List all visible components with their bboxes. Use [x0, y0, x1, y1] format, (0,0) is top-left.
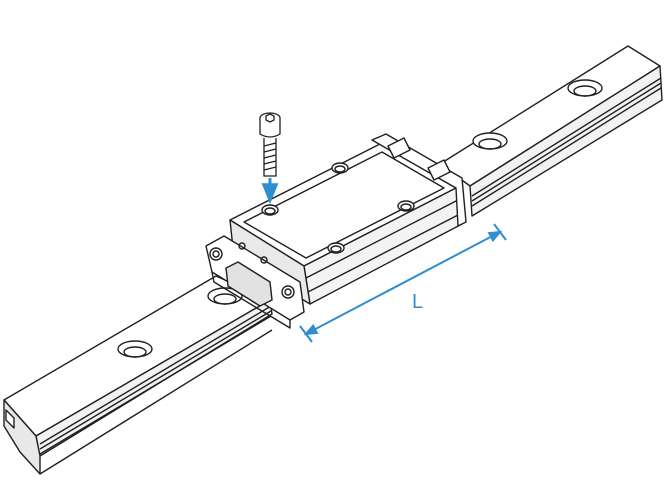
end-seal-back-slot-1	[387, 137, 411, 159]
rail-hole-1	[567, 79, 603, 97]
screw-thread-2	[263, 148, 277, 153]
rail-side-back	[469, 65, 663, 217]
end-seal-cutout	[225, 261, 273, 307]
rail-groove-front-2	[39, 310, 272, 450]
screw-thread-1	[263, 142, 277, 147]
rail-hole-2	[472, 132, 508, 150]
block-hole-3	[261, 204, 279, 216]
screw-thread-4	[263, 160, 277, 165]
end-seal-back-slot-2	[427, 159, 451, 181]
block-top-inner	[243, 151, 445, 259]
dimension-tick-left	[299, 325, 313, 343]
dimension-label: L	[412, 291, 423, 313]
screw-hex-socket	[265, 113, 275, 123]
screw-thread-3	[263, 154, 277, 159]
seal-hole-2	[260, 256, 268, 264]
screw-head-side	[259, 118, 281, 138]
guide-rail	[3, 45, 663, 475]
screw-thread-5	[263, 166, 277, 171]
seal-screw-left	[209, 247, 223, 261]
rail-bottom-edge	[39, 329, 273, 475]
block-hole-1	[331, 162, 349, 174]
dimension-tick-right	[493, 223, 507, 241]
seal-screw-right	[281, 285, 295, 299]
seal-hole-1	[238, 242, 246, 250]
rail-groove-back-3	[471, 87, 662, 207]
rail-hole-4	[117, 340, 153, 358]
rail-groove-front-1	[39, 305, 272, 445]
block-hole-4	[327, 242, 345, 254]
rail-groove-back-1	[471, 77, 662, 197]
rail-groove-front-3	[39, 315, 272, 455]
end-seal-edge	[211, 271, 291, 329]
end-seal-back	[371, 133, 467, 227]
dimension-line	[303, 230, 503, 336]
block-hole-2	[397, 200, 415, 212]
rail-end-notch	[5, 409, 15, 429]
rail-groove-back-2	[471, 82, 662, 202]
length-dimension: L	[299, 223, 507, 343]
mounting-screw	[259, 112, 281, 177]
